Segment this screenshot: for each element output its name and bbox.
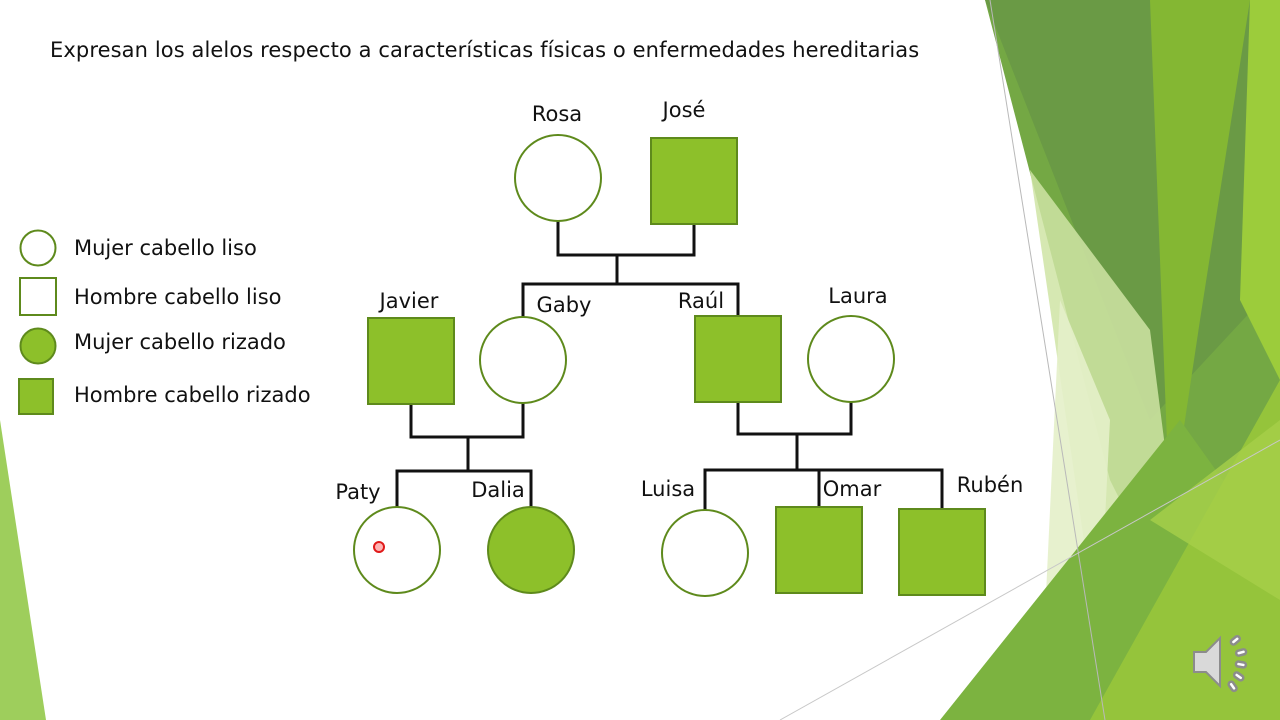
- person-javier-label: Javier: [378, 289, 439, 313]
- person-rosa-label: Rosa: [532, 102, 582, 126]
- legend-symbol-square-filled: [18, 378, 54, 415]
- legend-label: Mujer cabello rizado: [74, 330, 286, 354]
- person-gaby-label: Gaby: [537, 293, 592, 317]
- person-javier-symbol: [367, 317, 455, 405]
- right-facet-edge: [1240, 0, 1280, 380]
- person-dalia-label: Dalia: [471, 478, 525, 502]
- person-raul-label: Raúl: [678, 289, 724, 313]
- right-facet-mid: [1150, 0, 1250, 520]
- person-ruben-symbol: [898, 508, 986, 596]
- person-ruben-label: Rubén: [957, 473, 1024, 497]
- pedigree-connectors: [395, 219, 944, 512]
- person-jose-label: José: [661, 98, 706, 122]
- laser-pointer: [373, 541, 385, 553]
- legend-item-female-curly: Mujer cabello rizado: [18, 322, 338, 365]
- person-jose-symbol: [650, 137, 738, 225]
- legend-label: Hombre cabello liso: [74, 285, 282, 309]
- slide-title: Expresan los alelos respecto a caracterí…: [50, 38, 920, 62]
- legend-item-female-straight: Mujer cabello liso: [18, 228, 338, 268]
- legend-symbol-square-empty: [19, 277, 57, 316]
- bottom-facet-3: [1150, 420, 1280, 600]
- person-laura-label: Laura: [828, 284, 887, 308]
- thin-line-2: [779, 439, 1280, 720]
- person-rosa-symbol: [514, 134, 602, 222]
- legend-symbol-circle-empty: [19, 229, 57, 267]
- person-omar-label: Omar: [823, 477, 882, 501]
- person-luisa-label: Luisa: [641, 477, 695, 501]
- legend-label: Mujer cabello liso: [74, 236, 257, 260]
- person-paty-label: Paty: [335, 480, 380, 504]
- legend-symbol-circle-filled: [19, 327, 57, 365]
- person-paty-symbol: [353, 506, 441, 594]
- legend-item-male-straight: Hombre cabello liso: [18, 277, 338, 317]
- person-dalia-symbol: [487, 506, 575, 594]
- left-accent-shape: [0, 420, 46, 720]
- person-luisa-symbol: [661, 509, 749, 597]
- legend-item-male-curly: Hombre cabello rizado: [18, 375, 338, 415]
- person-gaby-symbol: [479, 316, 567, 404]
- person-omar-symbol: [775, 506, 863, 594]
- person-laura-symbol: [807, 315, 895, 403]
- legend-label: Hombre cabello rizado: [74, 383, 311, 407]
- speaker-icon[interactable]: [1188, 630, 1258, 696]
- person-raul-symbol: [694, 315, 782, 403]
- thin-line-1: [989, 0, 1106, 720]
